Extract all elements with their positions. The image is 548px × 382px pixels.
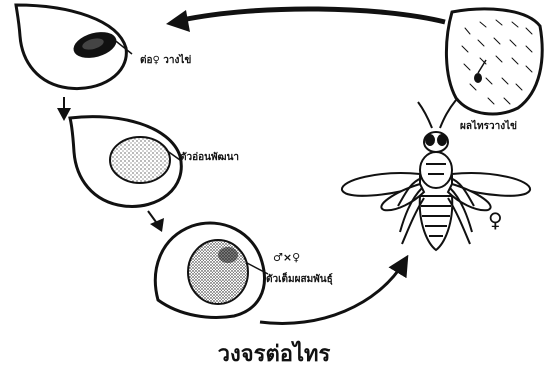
arrow-fig-to-stage1 <box>166 9 445 32</box>
fig-label: ผลไทรวางไข่ <box>460 122 517 132</box>
stage2-fig <box>70 117 181 207</box>
arrow-2-to-3 <box>148 211 164 232</box>
stage1-label: ต่อ♀ วางไข่ <box>140 56 191 66</box>
stage3-label: ตัวเต็มผสมพันธุ์ <box>266 275 333 285</box>
stage1-fig <box>16 5 132 89</box>
stage2-label: ตัวอ่อนพัฒนา <box>180 153 239 163</box>
stage3-fig <box>155 223 268 317</box>
fig-oviposition <box>446 9 542 114</box>
arrow-3-to-wasp <box>260 262 404 323</box>
female-symbol-label: ♀ <box>488 210 503 230</box>
diagram-title: วงจรต่อไทร <box>0 343 548 365</box>
mating-symbols-label: ♂×♀ <box>273 252 300 263</box>
